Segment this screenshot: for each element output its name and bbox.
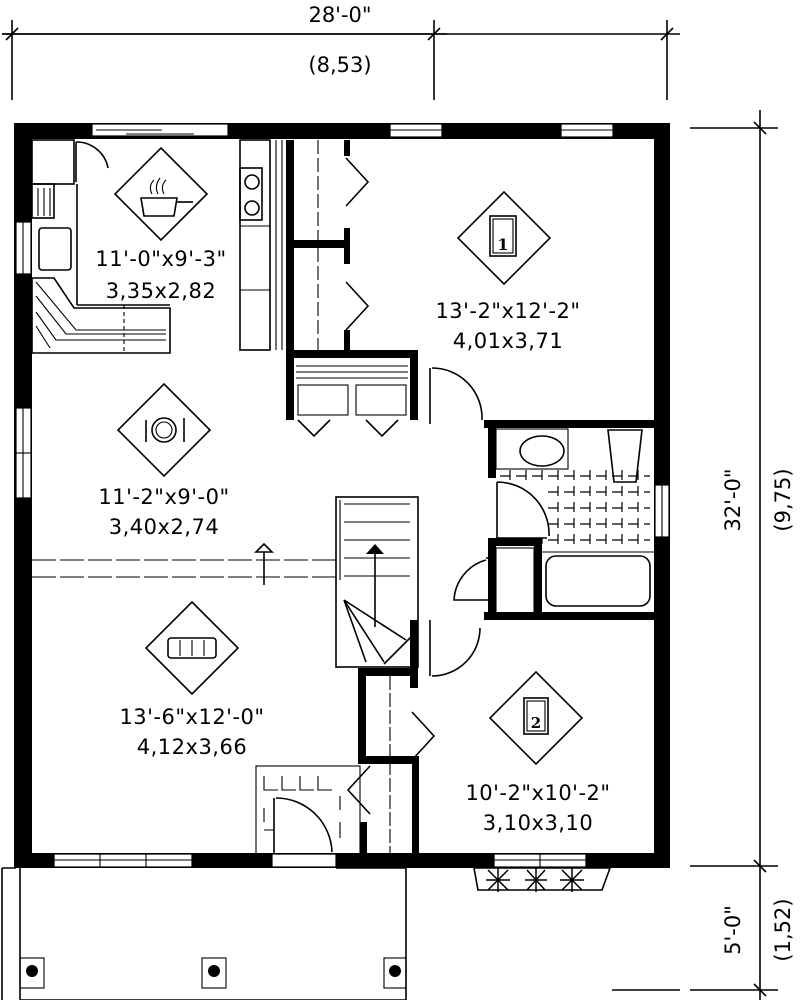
bed-icon: 1 (456, 190, 552, 286)
bedroom-1-door[interactable] (429, 367, 483, 424)
entry-vestibule (255, 765, 361, 855)
kitchen-size-imperial: 11'-0"x9'-3" (95, 247, 226, 271)
windows-top (91, 123, 614, 138)
windows-left (15, 221, 32, 499)
dimension-right (690, 110, 778, 1000)
depth-imperial-label: 32'-0" (721, 468, 745, 531)
living-size-imperial: 13'-6"x12'-0" (119, 705, 264, 729)
porch-imperial-label: 5'-0" (721, 905, 745, 955)
bathroom (453, 420, 656, 620)
beam-line (32, 542, 338, 585)
porch-metric-label: (1,52) (771, 898, 795, 961)
living-size-metric: 4,12x3,66 (137, 735, 247, 759)
bedroom-1-size-metric: 4,01x3,71 (453, 329, 563, 353)
kitchen-fixtures (31, 139, 294, 354)
bedroom-1-badge: 1 (497, 235, 508, 254)
cooking-pot-icon (113, 146, 209, 242)
hall-closet (346, 668, 436, 854)
sofa-icon (144, 600, 240, 696)
bedroom-2-size-metric: 3,10x3,10 (483, 811, 593, 835)
width-metric-label: (8,53) (308, 53, 371, 77)
bedroom-2-badge: 2 (531, 714, 541, 732)
depth-metric-label: (9,75) (771, 468, 795, 531)
bedroom-1-size-imperial: 13'-2"x12'-2" (435, 299, 580, 323)
closets (286, 140, 418, 438)
dining-size-imperial: 11'-2"x9'-0" (98, 485, 229, 509)
kitchen-size-metric: 3,35x2,82 (106, 279, 216, 303)
dimension-top (2, 20, 447, 100)
windows-bottom (53, 853, 587, 868)
plate-cutlery-icon (116, 382, 212, 478)
porch (1, 867, 680, 1000)
bedroom-2-size-imperial: 10'-2"x10'-2" (465, 781, 610, 805)
bed-icon: 2 (488, 670, 584, 766)
front-door[interactable] (273, 797, 333, 854)
bedroom-2-door[interactable] (429, 620, 481, 677)
planter-box (473, 867, 612, 892)
width-imperial-label: 28'-0" (308, 3, 371, 27)
dining-size-metric: 3,40x2,74 (109, 515, 219, 539)
stairs[interactable] (335, 496, 419, 668)
